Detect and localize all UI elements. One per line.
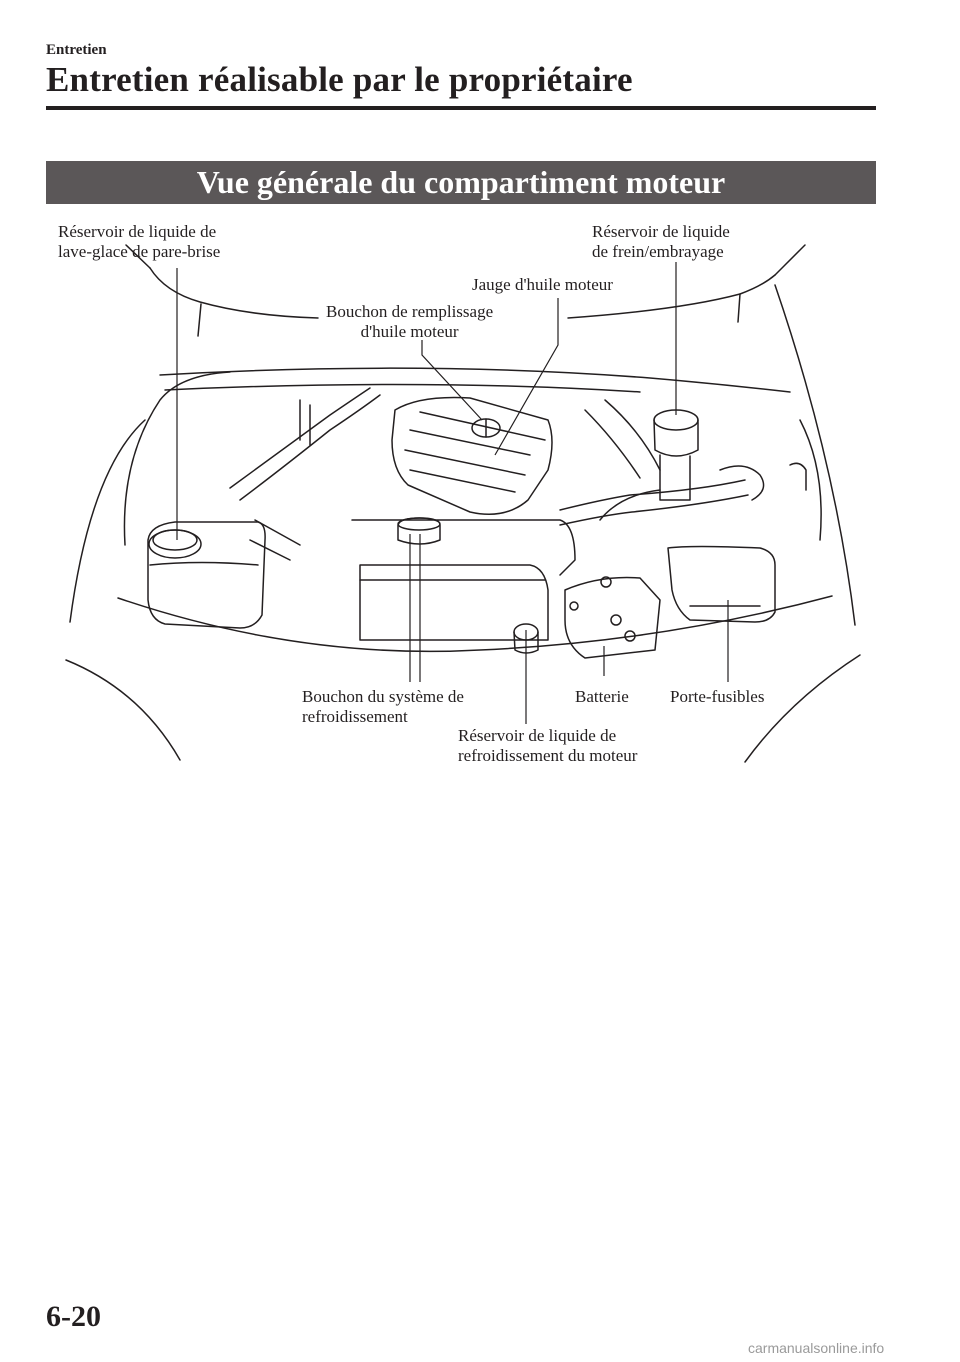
watermark: carmanualsonline.info [748,1340,885,1356]
page-title: Entretien réalisable par le propriétaire [46,60,633,99]
label-fuse-box: Porte-fusibles [670,687,765,706]
label-washer-reservoir: Réservoir de liquide de lave-glace de pa… [58,222,221,261]
title-rule [46,106,876,110]
label-battery: Batterie [575,687,629,706]
hood-edge [149,267,319,319]
section-banner: Vue générale du compartiment moteur [46,161,876,204]
leader-dipstick [494,298,559,456]
hood-edge-right [567,274,776,319]
battery-box [359,564,549,641]
washer-tank [147,521,266,629]
label-oil-filler-cap: Bouchon de remplissage d'huile moteur [326,302,494,341]
engine-compartment-illustration [65,244,861,763]
section-label: Entretien [46,42,107,58]
radiator-cap [397,517,441,545]
leader-oil-cap [421,340,483,421]
fuse-box [667,545,776,623]
label-brake-reservoir: Réservoir de liquide de frein/embrayage [592,222,730,261]
label-dipstick: Jauge d'huile moteur [472,275,613,294]
label-coolant-reservoir: Réservoir de liquide de refroidissement … [458,726,638,765]
label-radiator-cap: Bouchon du système de refroidissement [302,687,464,726]
page-number: 6-20 [46,1300,101,1333]
engine-cover [391,396,553,515]
